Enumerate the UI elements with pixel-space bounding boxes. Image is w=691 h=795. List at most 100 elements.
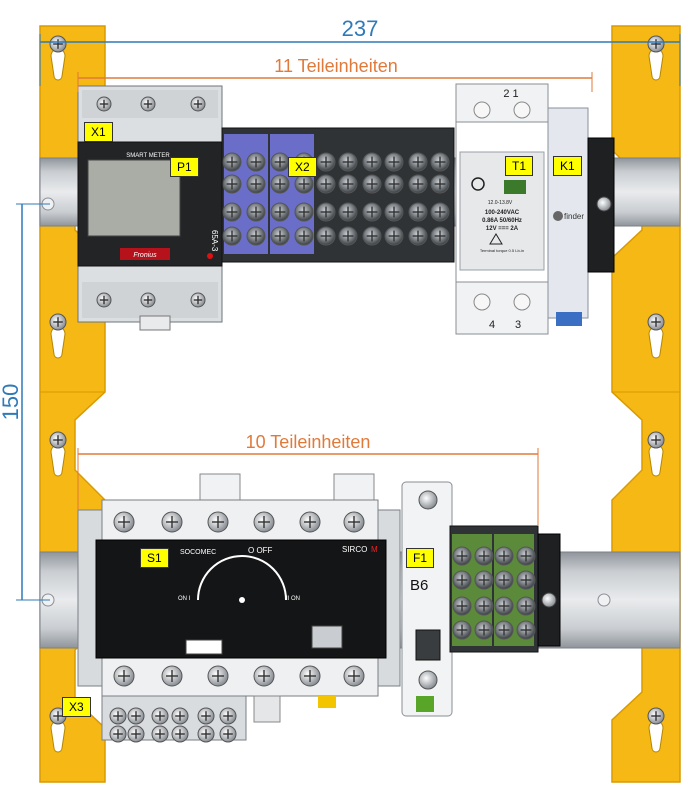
bottom-units-label: 10 Teileinheiten bbox=[246, 432, 371, 452]
screw bbox=[362, 152, 382, 172]
tag-f1: F1 bbox=[406, 548, 435, 568]
screw bbox=[343, 665, 365, 687]
screw bbox=[140, 96, 156, 112]
screw bbox=[647, 707, 665, 725]
screw bbox=[316, 152, 336, 172]
switch-model-suffix: M bbox=[371, 545, 378, 554]
screw bbox=[516, 620, 536, 640]
meter-display bbox=[87, 159, 181, 237]
screw bbox=[222, 202, 242, 222]
tag-t1: T1 bbox=[505, 156, 534, 176]
screw bbox=[362, 202, 382, 222]
screw bbox=[270, 226, 290, 246]
screw bbox=[49, 313, 67, 331]
relay-brand: finder bbox=[564, 212, 584, 221]
screw bbox=[246, 174, 266, 194]
screw bbox=[316, 202, 336, 222]
screw bbox=[384, 226, 404, 246]
screw bbox=[384, 152, 404, 172]
tag-x3: X3 bbox=[62, 697, 91, 717]
power-supply: 2 1 4 3 12.0-13.8V 100-240VAC 0.86A 50/6… bbox=[455, 83, 549, 335]
switch-model: SIRCO bbox=[342, 545, 367, 554]
screw bbox=[452, 570, 472, 590]
meter-title: SMART METER bbox=[126, 153, 170, 159]
switch-on-right: II ON bbox=[286, 596, 300, 602]
screw bbox=[96, 292, 112, 308]
screw bbox=[494, 570, 514, 590]
screw bbox=[127, 707, 145, 725]
screw bbox=[408, 174, 428, 194]
tag-x2: X2 bbox=[288, 157, 317, 177]
switch-dial-arc bbox=[197, 555, 287, 601]
screw bbox=[222, 174, 242, 194]
screw bbox=[207, 511, 229, 533]
screw bbox=[408, 226, 428, 246]
psu-line5: Terminal torque 0.5 Lb-in bbox=[480, 248, 524, 253]
switch-off-label: O OFF bbox=[248, 546, 273, 555]
green-terminal-screws bbox=[452, 546, 536, 640]
fronius-logo bbox=[120, 248, 170, 260]
psu-terminal-4: 4 bbox=[489, 319, 495, 331]
screw bbox=[384, 174, 404, 194]
screw bbox=[171, 707, 189, 725]
screw bbox=[140, 292, 156, 308]
circuit-breaker: B6 bbox=[401, 481, 453, 717]
tag-k1: K1 bbox=[553, 156, 582, 176]
screw bbox=[430, 152, 450, 172]
meter-brand: Fronius bbox=[133, 252, 157, 259]
meter-led bbox=[207, 253, 213, 259]
screw bbox=[516, 546, 536, 566]
screw bbox=[246, 226, 266, 246]
screw bbox=[109, 725, 127, 743]
screw bbox=[494, 546, 514, 566]
relay: finder bbox=[547, 107, 615, 326]
screw bbox=[161, 511, 183, 533]
screw bbox=[270, 202, 290, 222]
screw bbox=[270, 174, 290, 194]
screw bbox=[316, 174, 336, 194]
screw bbox=[171, 725, 189, 743]
height-label: 150 bbox=[0, 384, 23, 421]
screw bbox=[197, 707, 215, 725]
psu-line1: 12.0-13.8V bbox=[488, 200, 513, 206]
screw bbox=[49, 35, 67, 53]
screw bbox=[474, 620, 494, 640]
screw bbox=[430, 202, 450, 222]
width-label: 237 bbox=[342, 16, 379, 41]
screw bbox=[294, 174, 314, 194]
psu-terminals-top: 2 1 bbox=[503, 88, 518, 100]
screw bbox=[207, 665, 229, 687]
screw bbox=[647, 431, 665, 449]
screw bbox=[494, 596, 514, 616]
screw bbox=[109, 707, 127, 725]
screw bbox=[452, 620, 472, 640]
screw bbox=[338, 202, 358, 222]
screw bbox=[253, 511, 275, 533]
screw bbox=[408, 152, 428, 172]
screw bbox=[151, 725, 169, 743]
screw bbox=[430, 174, 450, 194]
right-frame-rail bbox=[611, 25, 681, 783]
screw bbox=[294, 202, 314, 222]
screw bbox=[362, 174, 382, 194]
screw bbox=[299, 665, 321, 687]
top-units-label: 11 Teileinheiten bbox=[274, 56, 397, 76]
x2-terminal-screws bbox=[222, 152, 450, 246]
screw bbox=[408, 202, 428, 222]
screw bbox=[338, 174, 358, 194]
switch-on-left: ON I bbox=[178, 596, 191, 602]
screw bbox=[299, 511, 321, 533]
screw bbox=[219, 707, 237, 725]
screw bbox=[190, 292, 206, 308]
breaker-rating: B6 bbox=[410, 577, 428, 594]
screw bbox=[253, 665, 275, 687]
screw bbox=[474, 596, 494, 616]
screw bbox=[270, 152, 290, 172]
screw bbox=[494, 620, 514, 640]
dimension-lines: 237 150 11 Teileinheiten 10 Teileinheite… bbox=[0, 16, 681, 601]
screw bbox=[161, 665, 183, 687]
tag-p1: P1 bbox=[170, 157, 199, 177]
screw bbox=[222, 152, 242, 172]
screw bbox=[113, 511, 135, 533]
